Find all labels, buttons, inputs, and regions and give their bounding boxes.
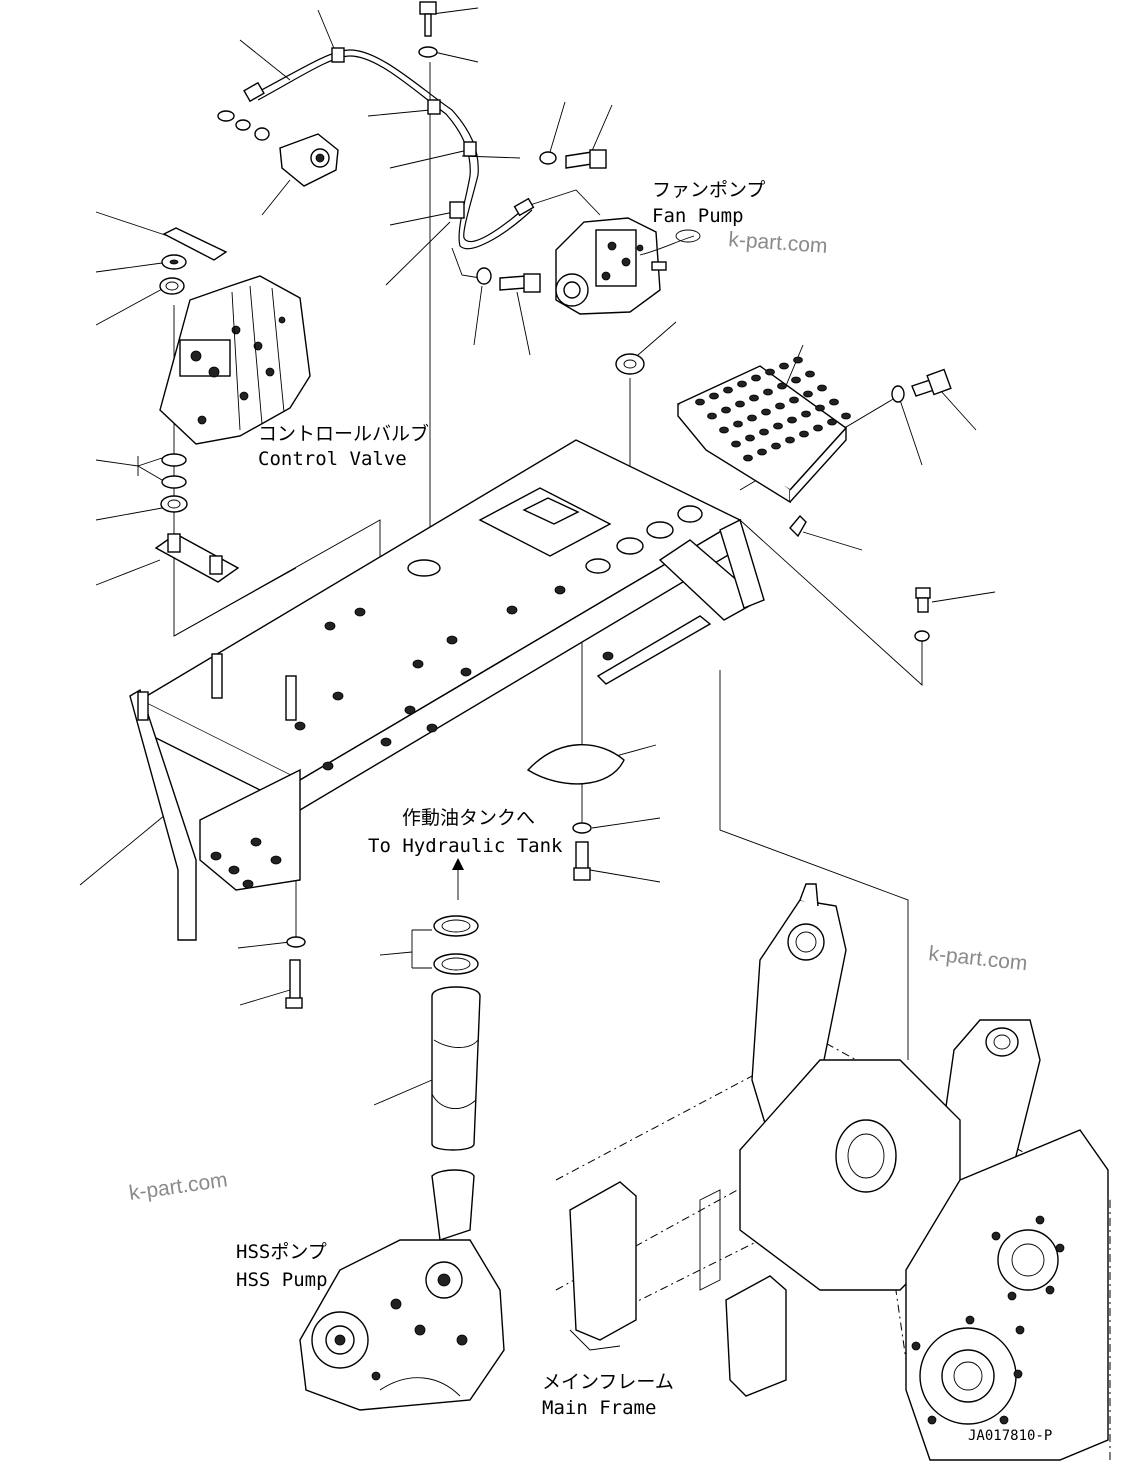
hydraulic-hose [217, 47, 535, 250]
fan-pump-label-en: Fan Pump [652, 205, 744, 227]
bolts-top [418, 1, 607, 293]
watermark: k-part.com [728, 228, 829, 258]
labels: ファンポンプ Fan Pump コントロールバルブ Control Valve … [236, 179, 1052, 1444]
chassis-frame [129, 439, 765, 1009]
watermark: k-part.com [127, 1168, 228, 1205]
hss-pump [299, 1169, 505, 1411]
drawing-code: JA017810-P [968, 1428, 1052, 1444]
fan-pump [555, 217, 701, 315]
main-frame-label-en: Main Frame [542, 1397, 656, 1419]
main-frame [555, 883, 1111, 1461]
control-valve-label-en: Control Valve [258, 448, 407, 470]
main-frame-label-ja: メインフレーム [542, 1371, 674, 1393]
control-valve [154, 227, 311, 583]
control-valve-label-ja: コントロールバルブ [258, 422, 429, 445]
suction-hose [431, 858, 481, 1151]
fan-pump-label-ja: ファンポンプ [652, 179, 765, 201]
hss-pump-label-ja: HSSポンプ [236, 1241, 327, 1263]
hyd-tank-label-en: To Hydraulic Tank [368, 835, 563, 857]
hss-pump-label-en: HSS Pump [236, 1269, 328, 1291]
step-plate [615, 353, 952, 642]
hyd-tank-label-ja: 作動油タンクへ [402, 807, 535, 829]
watermark: k-part.com [927, 942, 1028, 975]
